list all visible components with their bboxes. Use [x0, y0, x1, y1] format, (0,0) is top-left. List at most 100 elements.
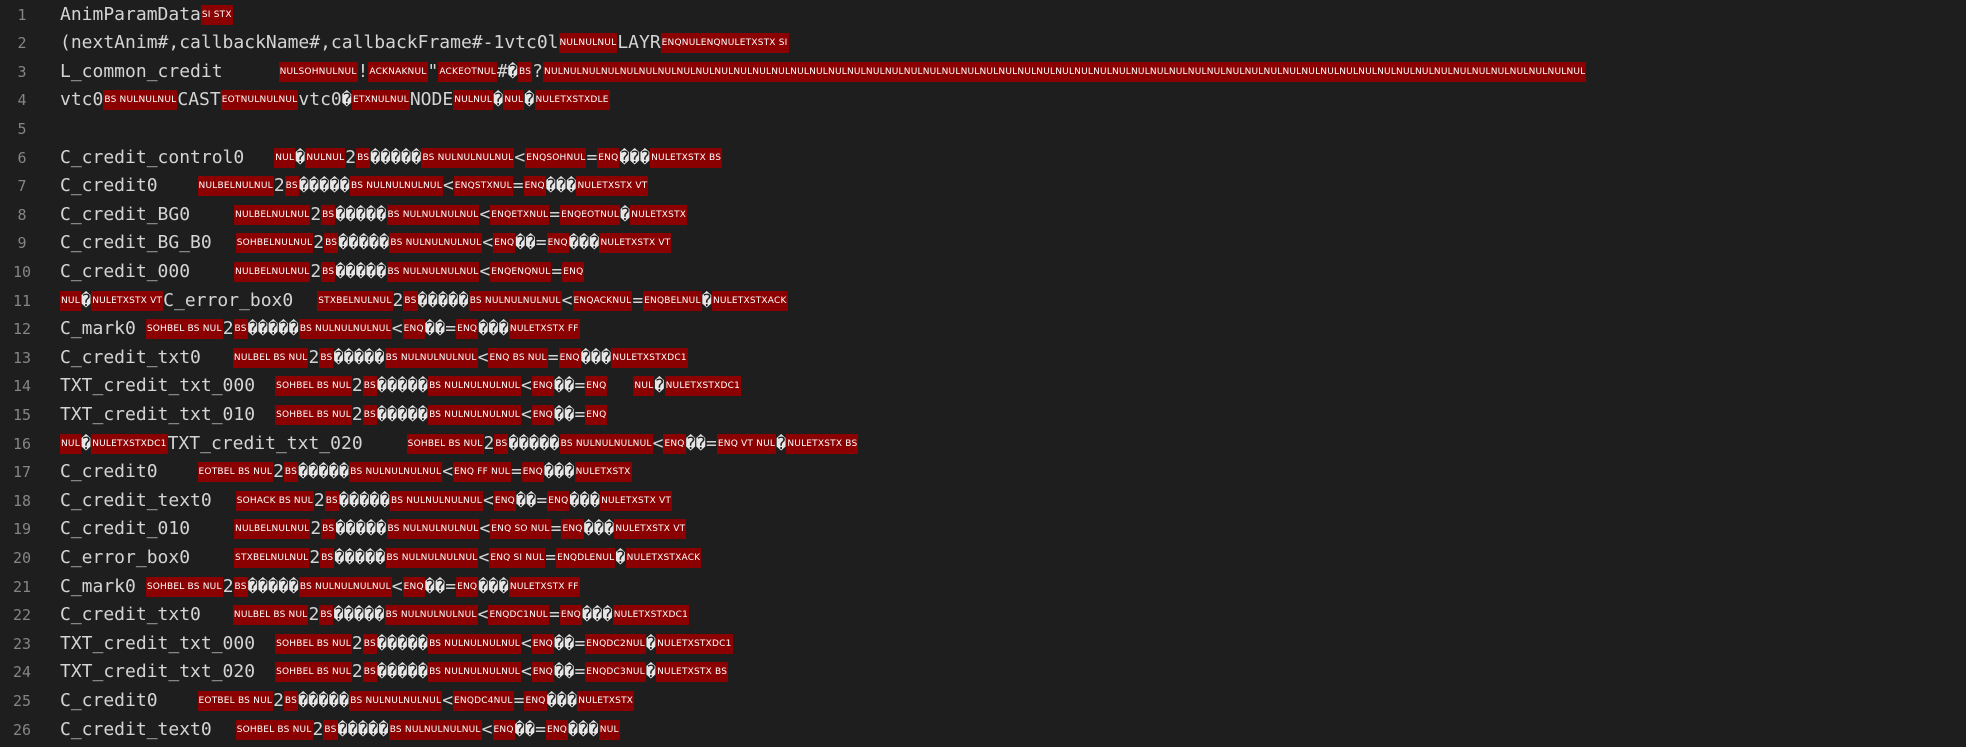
control-char-badge: NULNUL — [453, 90, 494, 111]
code-text: C_credit_BG0 — [60, 203, 191, 225]
code-text: 2 — [392, 289, 404, 311]
line-number: 21 — [12, 577, 32, 596]
control-char-badge: BS NULNULNULNUL — [385, 547, 479, 568]
control-char-badge: NUL — [60, 290, 81, 311]
control-char-badge: BS NULNULNULNUL — [428, 662, 522, 683]
control-char-badge: BS NULNULNULNUL — [390, 490, 483, 511]
control-char-badge: EOTBEL BS NUL — [197, 690, 274, 711]
replacement-char: ����� — [376, 662, 429, 683]
replacement-char: �� — [514, 719, 536, 740]
control-char-badge: STXBELNULNUL — [234, 547, 310, 568]
code-line[interactable]: 2(nextAnim#,callbackName#,callbackFrame#… — [0, 29, 1966, 57]
control-char-badge: NUL — [274, 147, 296, 168]
control-char-badge: NULNUL — [305, 147, 346, 168]
code-text: = — [586, 146, 598, 168]
control-char-badge: SOHBEL BS NUL — [145, 576, 223, 597]
control-char-badge: NULETXSTXDC1 — [612, 605, 690, 626]
control-char-badge: ENQDLENUL — [556, 547, 616, 568]
control-char-badge: BS NULNULNULNUL — [298, 576, 392, 597]
code-text: < — [442, 461, 454, 483]
code-text: C_mark0 — [60, 318, 136, 340]
control-char-badge: ENQNULENQNULETXSTX SI — [660, 33, 789, 54]
control-char-badge: NULNULNUL — [558, 33, 618, 54]
control-char-badge: ENQDC4NUL — [453, 690, 514, 711]
replacement-char: ����� — [298, 462, 350, 483]
replacement-char: �� — [553, 662, 575, 683]
code-text: 2 — [308, 346, 320, 368]
replacement-char: ��� — [580, 347, 612, 368]
replacement-char: ��� — [546, 690, 578, 711]
code-text: LAYR — [617, 32, 661, 54]
code-text: " — [427, 60, 439, 82]
control-char-badge: BS NULNULNULNUL — [298, 319, 392, 340]
replacement-char: ��� — [478, 576, 509, 597]
replacement-char: ����� — [376, 633, 429, 654]
replacement-char: ����� — [376, 404, 429, 425]
replacement-char: � — [654, 376, 665, 397]
line-number: 5 — [17, 119, 27, 138]
code-text: C_credit_010 — [60, 518, 191, 540]
control-char-badge: NULETXSTX — [630, 204, 688, 225]
control-char-badge: SOHBEL BS NUL — [145, 319, 223, 340]
control-char-badge: NULETXSTX BS — [656, 662, 729, 683]
code-line[interactable]: 5 — [0, 115, 1966, 143]
code-text: 2 — [310, 203, 322, 225]
code-text: < — [514, 146, 526, 168]
control-char-badge: SOHBEL BS NUL — [235, 719, 313, 740]
code-text: CAST — [177, 89, 221, 111]
code-text: < — [391, 318, 403, 340]
control-char-badge: ENQ — [547, 490, 570, 511]
replacement-char: �� — [553, 633, 575, 654]
code-text: TXT_credit_txt_020 — [167, 432, 363, 454]
code-text: (nextAnim#,callbackName#,callbackFrame#-… — [60, 32, 559, 54]
code-text: 2 — [308, 604, 320, 626]
code-text: = — [445, 575, 457, 597]
code-text: vtc0 — [298, 89, 342, 111]
code-text: 2 — [351, 375, 363, 397]
code-text: C_error_box0 — [163, 289, 294, 311]
code-text: = — [706, 432, 717, 454]
control-char-badge: BS NULNULNULNUL — [386, 261, 480, 282]
code-text: vtc0 — [60, 89, 104, 111]
control-char-badge: BS — [494, 433, 509, 454]
code-text: < — [479, 203, 491, 225]
line-number: 3 — [17, 62, 27, 81]
code-text: = — [513, 689, 525, 711]
replacement-char: ��� — [568, 719, 599, 740]
replacement-char: ����� — [335, 261, 387, 282]
control-char-badge: BS NULNULNULNUL — [468, 290, 562, 311]
replacement-char: � — [776, 433, 787, 454]
control-char-badge: BS NULNULNULNUL — [428, 376, 522, 397]
control-char-badge: BS — [362, 404, 377, 425]
